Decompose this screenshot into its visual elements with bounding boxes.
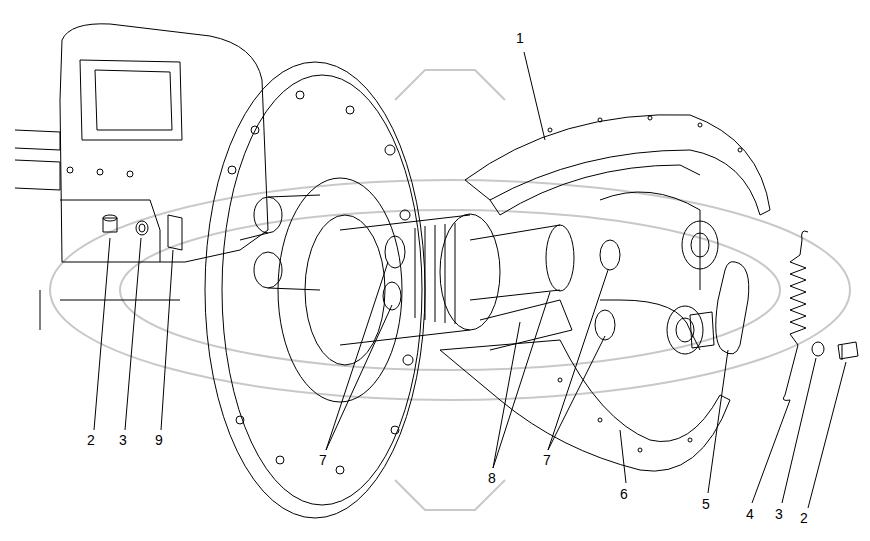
watermark-gear	[50, 70, 850, 510]
brake-shoe-upper	[465, 115, 770, 290]
washer	[812, 342, 824, 356]
callout-number: 7	[541, 452, 553, 468]
callout-number: 2	[798, 510, 810, 526]
callout-number: 3	[773, 506, 785, 522]
callout-number: 1	[514, 30, 526, 46]
leader-lines	[94, 52, 846, 508]
link-plate	[716, 262, 749, 354]
callout-number: 3	[117, 432, 129, 448]
return-spring	[783, 231, 808, 400]
fasteners-left	[103, 215, 182, 250]
callout-number: 9	[153, 432, 165, 448]
bolt	[838, 342, 858, 360]
brake-shoe-lower	[440, 300, 730, 471]
callout-number: 8	[486, 470, 498, 486]
callout-number: 7	[317, 452, 329, 468]
callout-number: 5	[700, 496, 712, 512]
expander-shaft	[340, 214, 620, 350]
callout-number: 4	[744, 506, 756, 522]
backing-plate	[205, 62, 425, 518]
callout-number: 6	[618, 486, 630, 502]
axle-housing	[15, 24, 268, 330]
callout-number: 2	[85, 432, 97, 448]
